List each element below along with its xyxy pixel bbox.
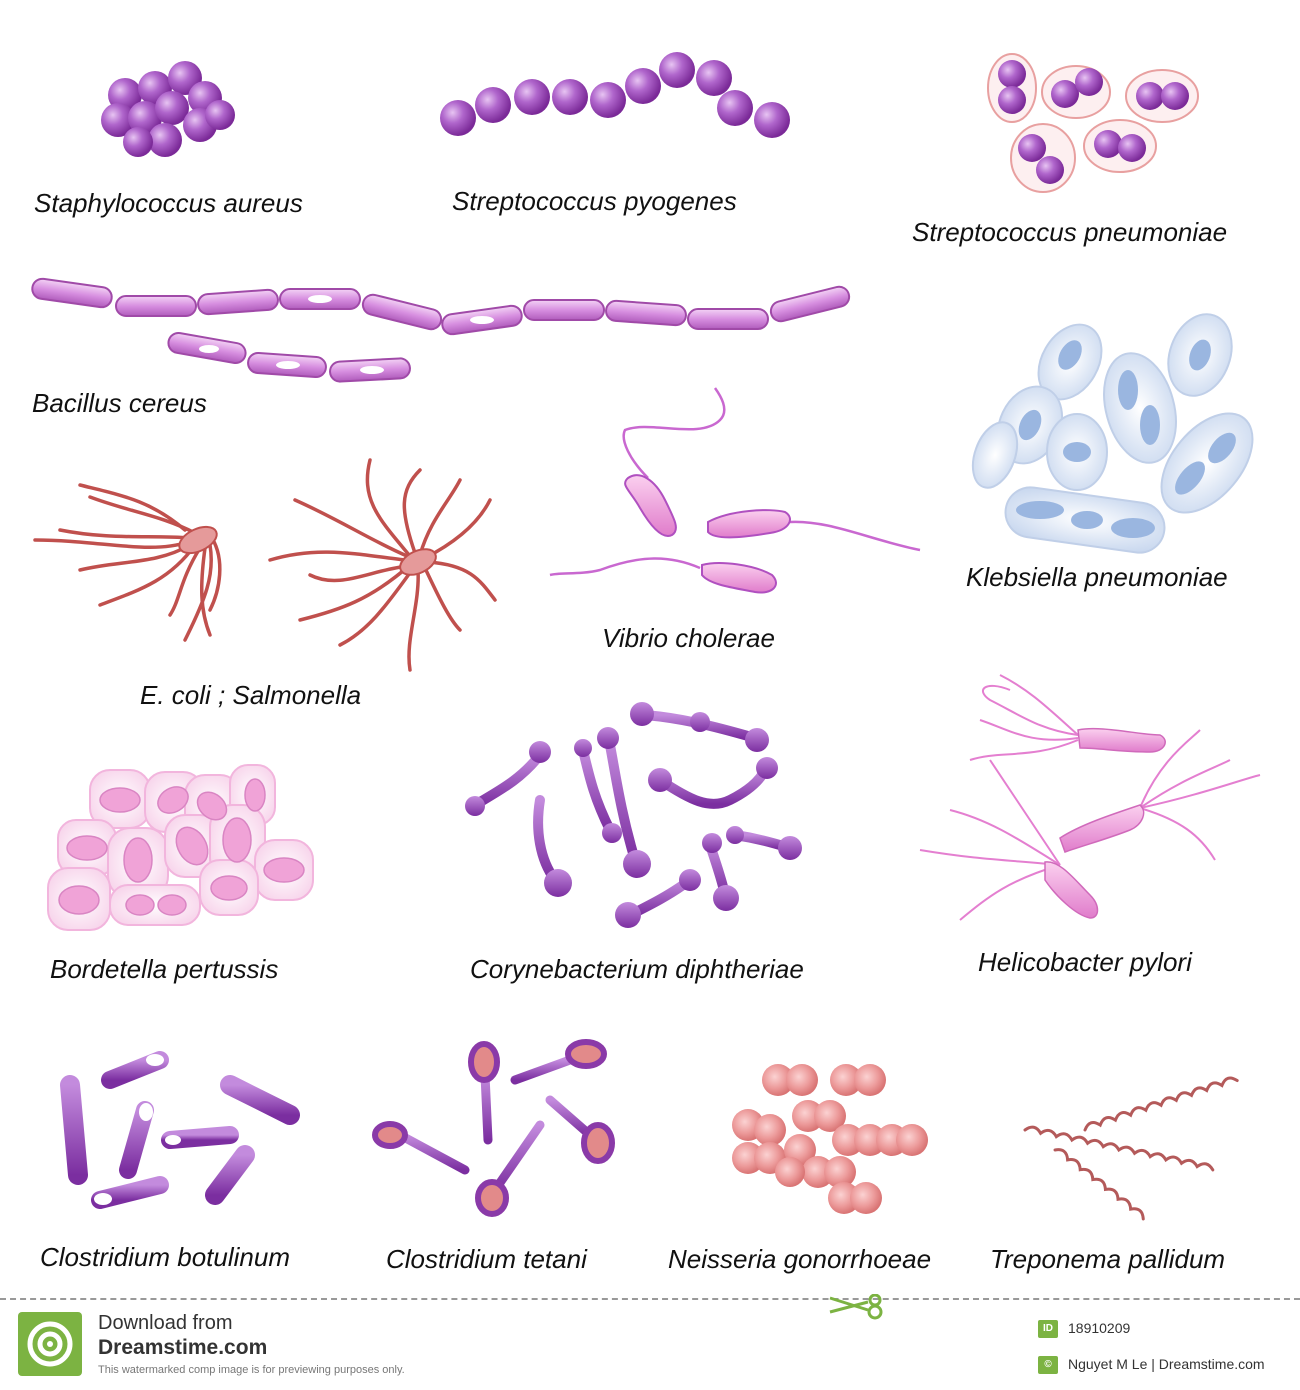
site-name[interactable]: Dreamstime.com	[98, 1336, 268, 1359]
salmonella-cell	[268, 458, 497, 672]
bacillus-chain	[31, 277, 851, 383]
helicobacter-cells	[919, 674, 1261, 921]
clostridium-tetani-cells	[372, 1039, 615, 1217]
watermark-footer: Download from Dreamstime.com This waterm…	[0, 1294, 1300, 1390]
label-ecoli-salmonella: E. coli ; Salmonella	[140, 680, 362, 710]
label-treponema-pallidum: Treponema pallidum	[990, 1244, 1226, 1274]
label-bordetella-pertussis: Bordetella pertussis	[50, 954, 279, 984]
download-line: Download from	[98, 1312, 233, 1334]
copyright-badge: ©	[1038, 1356, 1058, 1374]
streptococcus-chain	[440, 52, 790, 138]
label-staphylococcus-aureus: Staphylococcus aureus	[34, 188, 303, 218]
label-streptococcus-pneumoniae: Streptococcus pneumoniae	[912, 217, 1228, 247]
clostridium-botulinum-spores	[94, 1054, 181, 1205]
bacillus-spores	[199, 295, 494, 374]
staphylococcus-cluster	[101, 61, 235, 157]
label-neisseria-gonorrhoeae: Neisseria gonorrhoeae	[668, 1244, 932, 1274]
image-id: 18910209	[1068, 1320, 1131, 1336]
corynebacterium-heads	[465, 702, 802, 928]
vibrio-cells	[549, 387, 921, 594]
dreamstime-logo-icon	[18, 1312, 82, 1376]
label-bacillus-cereus: Bacillus cereus	[32, 388, 207, 418]
author-credit: Nguyet M Le | Dreamstime.com	[1068, 1356, 1265, 1372]
label-streptococcus-pyogenes: Streptococcus pyogenes	[452, 186, 737, 216]
label-klebsiella-pneumoniae: Klebsiella pneumoniae	[966, 562, 1228, 592]
bacteria-illustration	[31, 52, 1261, 1221]
scissors-icon	[829, 1294, 883, 1320]
preview-notice: This watermarked comp image is for previ…	[98, 1364, 405, 1376]
label-clostridium-tetani: Clostridium tetani	[386, 1244, 587, 1274]
label-clostridium-botulinum: Clostridium botulinum	[40, 1242, 290, 1272]
label-vibrio-cholerae: Vibrio cholerae	[602, 623, 775, 653]
corynebacterium-cells	[470, 710, 795, 920]
id-badge: ID	[1038, 1320, 1058, 1338]
bordetella-cells	[47, 764, 314, 931]
label-corynebacterium-diphtheriae: Corynebacterium diphtheriae	[470, 954, 804, 984]
klebsiella-nuclei	[1016, 339, 1236, 538]
neisseria-cells	[732, 1064, 928, 1214]
label-helicobacter-pylori: Helicobacter pylori	[978, 947, 1192, 977]
clostridium-botulinum-cells	[60, 1051, 300, 1209]
ecoli-cell	[33, 483, 222, 642]
klebsiella-cells	[971, 313, 1254, 554]
treponema-cells	[1023, 1076, 1239, 1221]
pneumococcus-pairs	[987, 53, 1199, 193]
